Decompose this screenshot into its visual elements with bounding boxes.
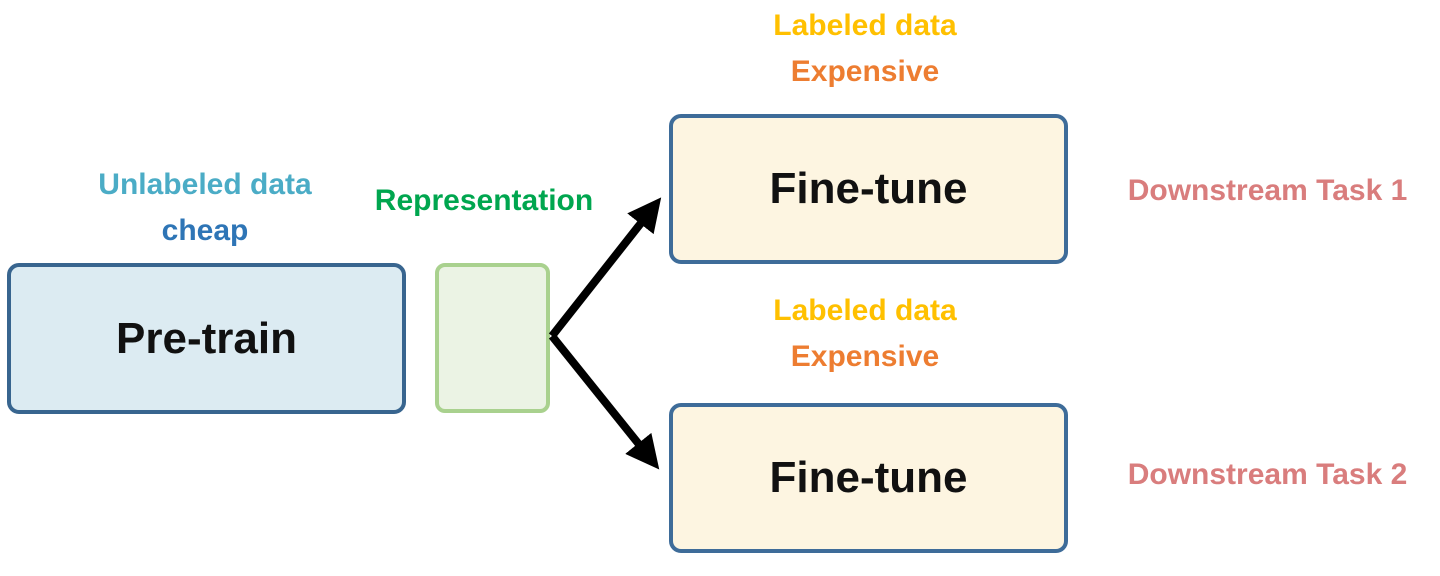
labeled-data-line: Labeled data	[773, 9, 957, 42]
pretrain-node: Pre-train	[7, 263, 406, 414]
cheap-line: cheap	[161, 214, 249, 247]
downstream-task-1-label: Downstream Task 1	[1127, 174, 1408, 207]
unlabeled-data-caption: Unlabeled data cheap	[5, 162, 405, 254]
unlabeled-data-line: Unlabeled data	[98, 168, 312, 201]
downstream-task-2-caption: Downstream Task 2	[1095, 452, 1440, 498]
finetune-2-label: Fine-tune	[769, 453, 968, 502]
finetune-node-1: Fine-tune	[669, 114, 1068, 264]
finetune-1-label: Fine-tune	[769, 164, 968, 213]
finetune-node-2: Fine-tune	[669, 403, 1068, 553]
expensive-line: Expensive	[790, 55, 940, 88]
labeled-data-caption-top: Labeled data Expensive	[665, 3, 1065, 95]
representation-node	[435, 263, 550, 413]
downstream-task-2-label: Downstream Task 2	[1127, 458, 1408, 491]
representation-caption: Representation	[348, 178, 620, 224]
labeled-data-caption-middle: Labeled data Expensive	[665, 288, 1065, 380]
representation-label: Representation	[374, 184, 594, 217]
downstream-task-1-caption: Downstream Task 1	[1095, 168, 1440, 214]
pretrain-label: Pre-train	[116, 313, 297, 363]
labeled-data-line: Labeled data	[773, 294, 957, 327]
expensive-line: Expensive	[790, 340, 940, 373]
arrow-to-finetune-2	[548, 333, 660, 470]
